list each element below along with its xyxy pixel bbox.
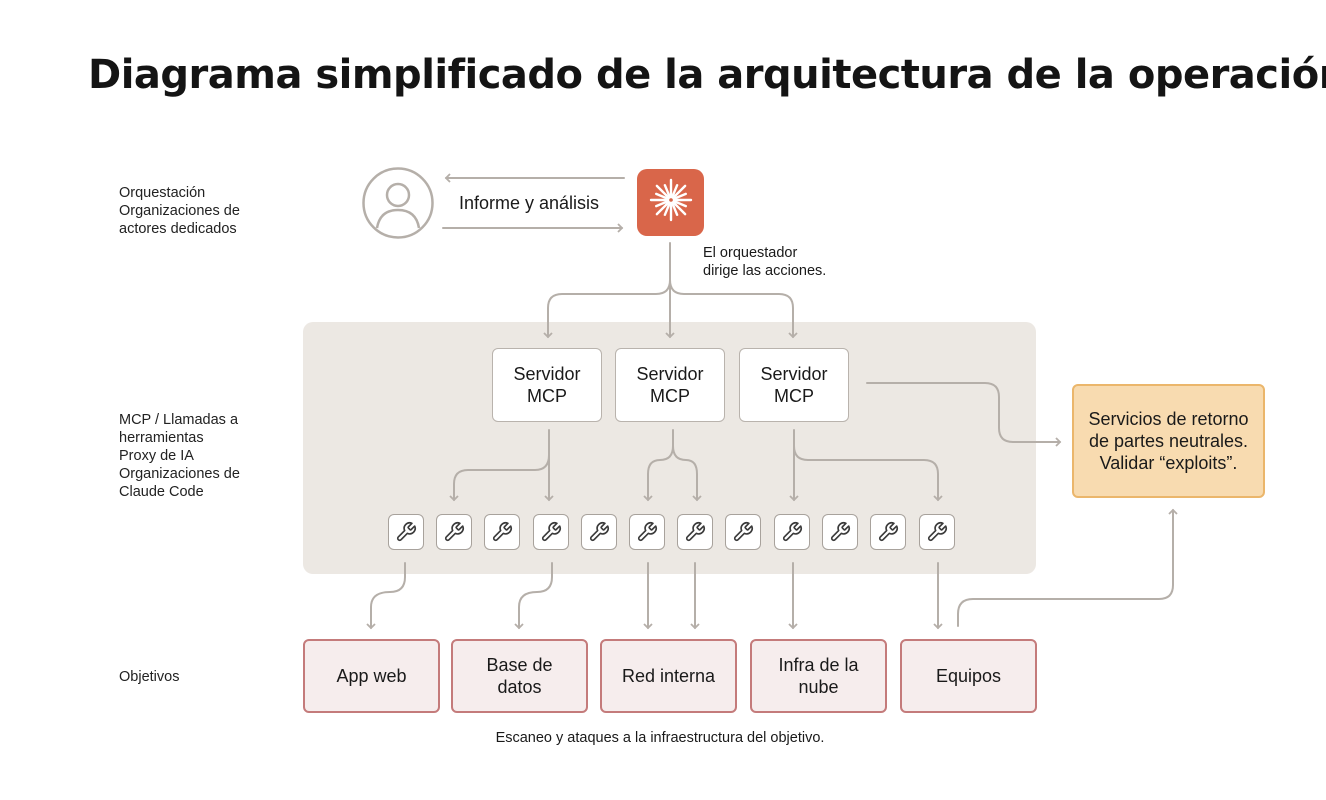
user-icon	[361, 166, 435, 240]
wrench-icon	[491, 521, 513, 543]
tool-10	[822, 514, 858, 550]
wrench-icon	[829, 521, 851, 543]
orchestrator-note: El orquestador dirige las acciones.	[703, 245, 827, 279]
wrench-icon	[636, 521, 658, 543]
wrench-icon	[926, 521, 948, 543]
target-devices: Equipos	[900, 639, 1037, 713]
footer-text: Escaneo y ataques a la infraestructura d…	[495, 730, 825, 746]
report-label: Informe y análisis	[459, 193, 600, 213]
tool-6	[629, 514, 665, 550]
neutral-services-box: Servicios de retorno de partes neutrales…	[1072, 384, 1265, 498]
wrench-icon	[781, 521, 803, 543]
tool-11	[870, 514, 906, 550]
tool-2	[436, 514, 472, 550]
page-title: Diagrama simplificado de la arquitectura…	[88, 52, 1326, 98]
tool-9	[774, 514, 810, 550]
wrench-icon	[877, 521, 899, 543]
target-internal-network: Red interna	[600, 639, 737, 713]
wrench-icon	[732, 521, 754, 543]
wrench-icon	[443, 521, 465, 543]
wrench-icon	[684, 521, 706, 543]
sunburst-icon	[647, 176, 695, 229]
tool-12	[919, 514, 955, 550]
target-web-app: App web	[303, 639, 440, 713]
tool-3	[484, 514, 520, 550]
tool-1	[388, 514, 424, 550]
tool-4	[533, 514, 569, 550]
footer-caption: Escaneo y ataques a la infraestructura d…	[0, 730, 1326, 746]
wrench-icon	[395, 521, 417, 543]
tool-5	[581, 514, 617, 550]
mcp-server-1: Servidor MCP	[492, 348, 602, 422]
label-orchestration: Orquestación Organizaciones de actores d…	[119, 185, 240, 237]
wrench-icon	[540, 521, 562, 543]
tool-8	[725, 514, 761, 550]
tool-7	[677, 514, 713, 550]
mcp-server-2: Servidor MCP	[615, 348, 725, 422]
wrench-icon	[588, 521, 610, 543]
orchestrator-node	[637, 169, 704, 236]
target-database: Base de datos	[451, 639, 588, 713]
mcp-server-3: Servidor MCP	[739, 348, 849, 422]
label-targets: Objetivos	[119, 669, 180, 685]
label-mcp-tools: MCP / Llamadas a herramientas Proxy de I…	[119, 412, 240, 500]
target-cloud-infra: Infra de la nube	[750, 639, 887, 713]
